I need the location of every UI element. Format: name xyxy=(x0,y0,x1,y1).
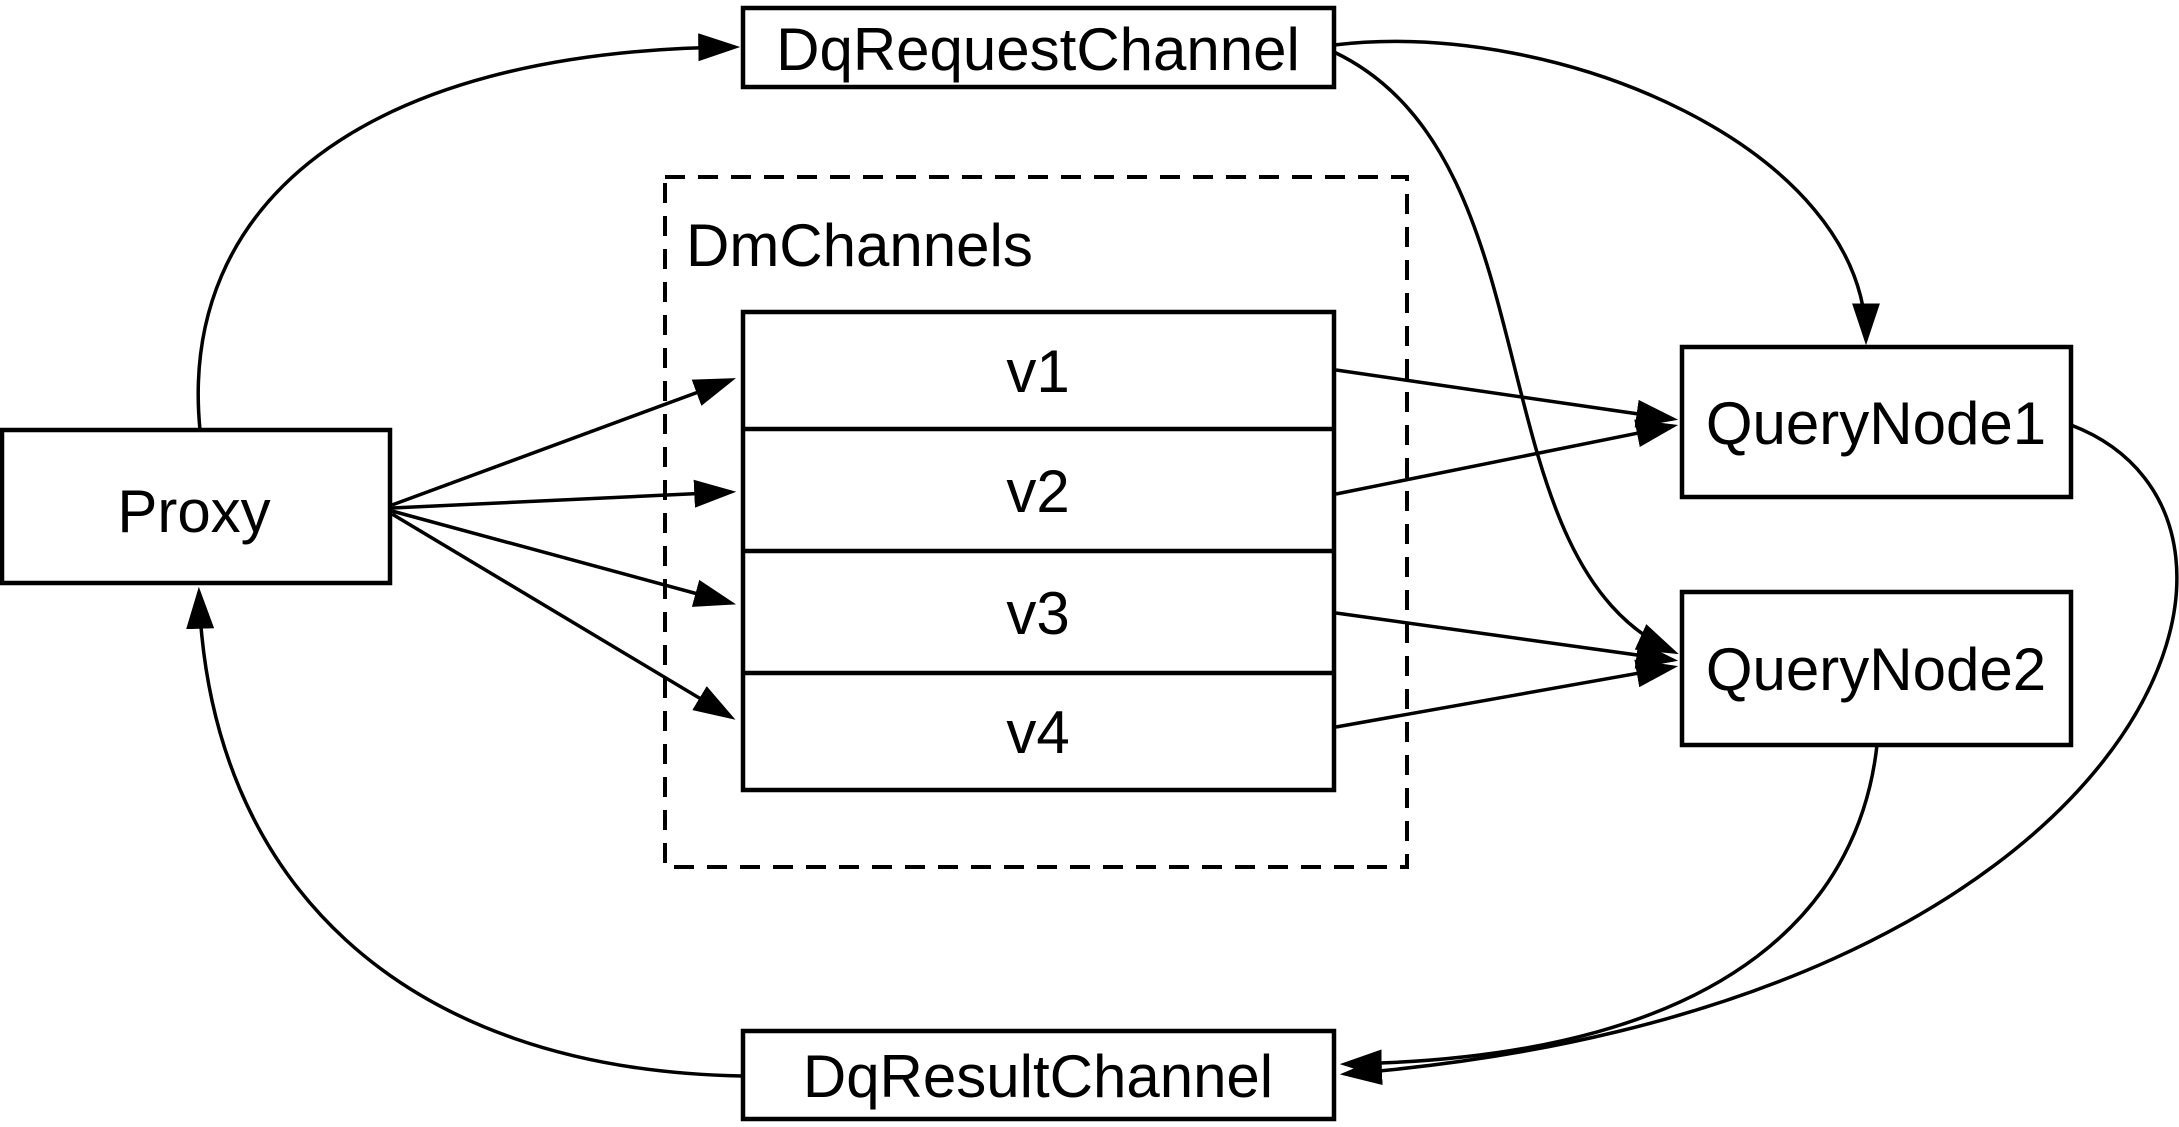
channel-v4-label: v4 xyxy=(1006,699,1069,766)
edge-group xyxy=(186,33,2179,1086)
query-node-2-label: QueryNode2 xyxy=(1706,636,2046,703)
dq-result-channel-box xyxy=(740,1028,1337,1122)
query-node-1-box xyxy=(1679,344,2074,500)
query-node-1-label: QueryNode1 xyxy=(1706,390,2046,457)
query-node-2-box xyxy=(1679,589,2074,748)
edge-querynode2-to-dqresultchannel xyxy=(1339,744,1879,1078)
edge-proxy-to-v4 xyxy=(391,512,736,720)
node-dq-result-channel: DqResultChannel xyxy=(740,1028,1337,1122)
dm-channel-table: v1 v2 v3 v4 xyxy=(740,309,1337,793)
channel-v3-label: v3 xyxy=(1006,580,1069,647)
edge-dqresultchannel-to-proxy xyxy=(186,586,743,1078)
edge-v4-to-querynode2 xyxy=(1335,659,1679,729)
dm-channels-dashed-border xyxy=(663,175,1409,869)
node-dq-request-channel: DqRequestChannel xyxy=(740,5,1337,90)
edge-proxy-to-v1 xyxy=(391,378,736,507)
channel-v2-label: v2 xyxy=(1006,458,1069,525)
edge-proxy-to-v3 xyxy=(391,509,737,607)
node-query-node-2: QueryNode2 xyxy=(1679,589,2074,748)
proxy-label: Proxy xyxy=(117,478,270,545)
edge-v1-to-querynode1 xyxy=(1335,368,1679,428)
edge-dqrequestchannel-to-querynode1 xyxy=(1333,39,1880,346)
dq-result-channel-label: DqResultChannel xyxy=(803,1043,1273,1110)
node-query-node-1: QueryNode1 xyxy=(1679,344,2074,500)
node-proxy: Proxy xyxy=(0,427,393,586)
edge-proxy-to-dqrequestchannel xyxy=(196,33,741,431)
edge-proxy-to-v2 xyxy=(391,479,737,510)
proxy-box xyxy=(0,427,393,586)
edge-v2-to-querynode1 xyxy=(1335,419,1679,496)
dm-channels-label: DmChannels xyxy=(686,212,1033,279)
edge-v3-to-querynode2 xyxy=(1335,611,1679,669)
dq-request-channel-box xyxy=(740,5,1337,90)
channel-v1-label: v1 xyxy=(1006,338,1069,405)
dm-channels-group: DmChannels v1 v2 v3 v4 xyxy=(663,175,1409,869)
dq-request-channel-label: DqRequestChannel xyxy=(776,16,1300,83)
edge-querynode1-to-dqresultchannel xyxy=(1339,423,2179,1086)
edge-dqrequestchannel-to-querynode2 xyxy=(1333,50,1679,655)
